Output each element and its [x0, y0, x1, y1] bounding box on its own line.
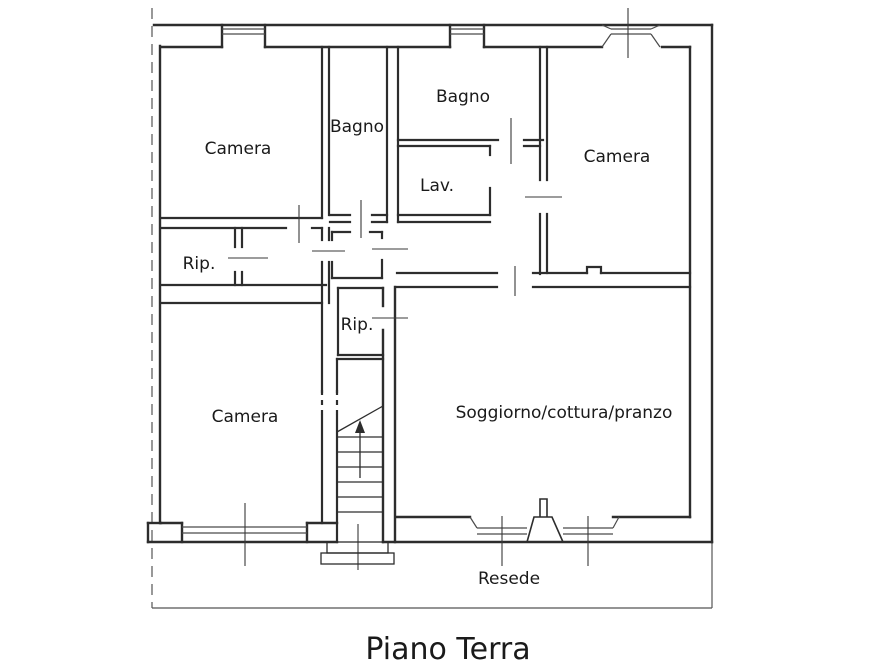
room-label-bagno-top: Bagno	[436, 87, 490, 107]
outdoor-area-label: Resede	[478, 569, 540, 589]
room-label-ripostiglio-center: Rip.	[341, 315, 374, 335]
exterior-step-lower	[320, 552, 395, 565]
entry-door	[526, 498, 564, 543]
flue-notch	[585, 265, 603, 275]
window-symbol-top-left	[222, 28, 265, 35]
interior-walls	[159, 45, 692, 544]
window-symbol-top-middle	[450, 28, 484, 35]
room-label-camera-bottom-left: Camera	[212, 407, 279, 427]
window-symbol-soggiorno-right	[563, 516, 620, 535]
stair-direction-arrow-head	[355, 420, 365, 433]
door-centerline-ticks	[228, 8, 629, 570]
window-symbol-top-right-splayed	[601, 24, 661, 48]
windows	[182, 24, 661, 535]
stair-break-diagonal	[336, 405, 384, 433]
room-label-camera-top-left: Camera	[205, 139, 272, 159]
room-label-lavanderia: Lav.	[420, 176, 454, 196]
property-boundary	[151, 8, 713, 609]
room-label-soggiorno: Soggiorno/cottura/pranzo	[456, 403, 673, 423]
room-label-ripostiglio-left: Rip.	[183, 254, 216, 274]
staircase	[320, 405, 395, 565]
room-label-bagno-center: Bagno	[330, 117, 384, 137]
room-label-camera-top-right: Camera	[584, 147, 651, 167]
dashed-wall-opening	[320, 390, 339, 418]
plan-title: Piano Terra	[365, 632, 530, 667]
exterior-walls	[146, 23, 714, 544]
window-symbol-soggiorno-left	[469, 516, 527, 535]
room-labels: Camera Bagno Bagno Lav. Camera Rip. Rip.…	[183, 87, 673, 589]
